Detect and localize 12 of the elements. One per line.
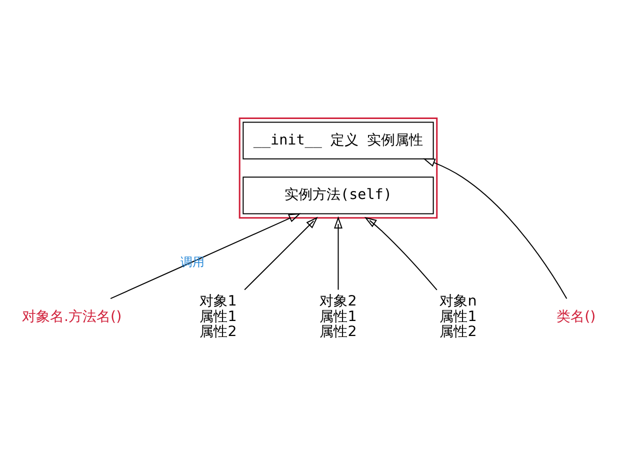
arrow: [110, 212, 301, 299]
node-text: 类名(): [556, 308, 596, 324]
arrow: [422, 158, 568, 298]
node-text: 对象2 属性1 属性2: [320, 292, 357, 340]
node-text: 对象n 属性1 属性2: [440, 292, 477, 340]
node-text: 对象名.方法名(): [22, 308, 122, 324]
arrow: [334, 216, 343, 290]
node-text: 对象1 属性1 属性2: [200, 292, 237, 340]
arrow: [364, 216, 438, 290]
node-box: __init__ 定义 实例属性: [242, 121, 434, 159]
node-box: 实例方法(self): [242, 176, 434, 214]
arrow: [244, 216, 318, 290]
